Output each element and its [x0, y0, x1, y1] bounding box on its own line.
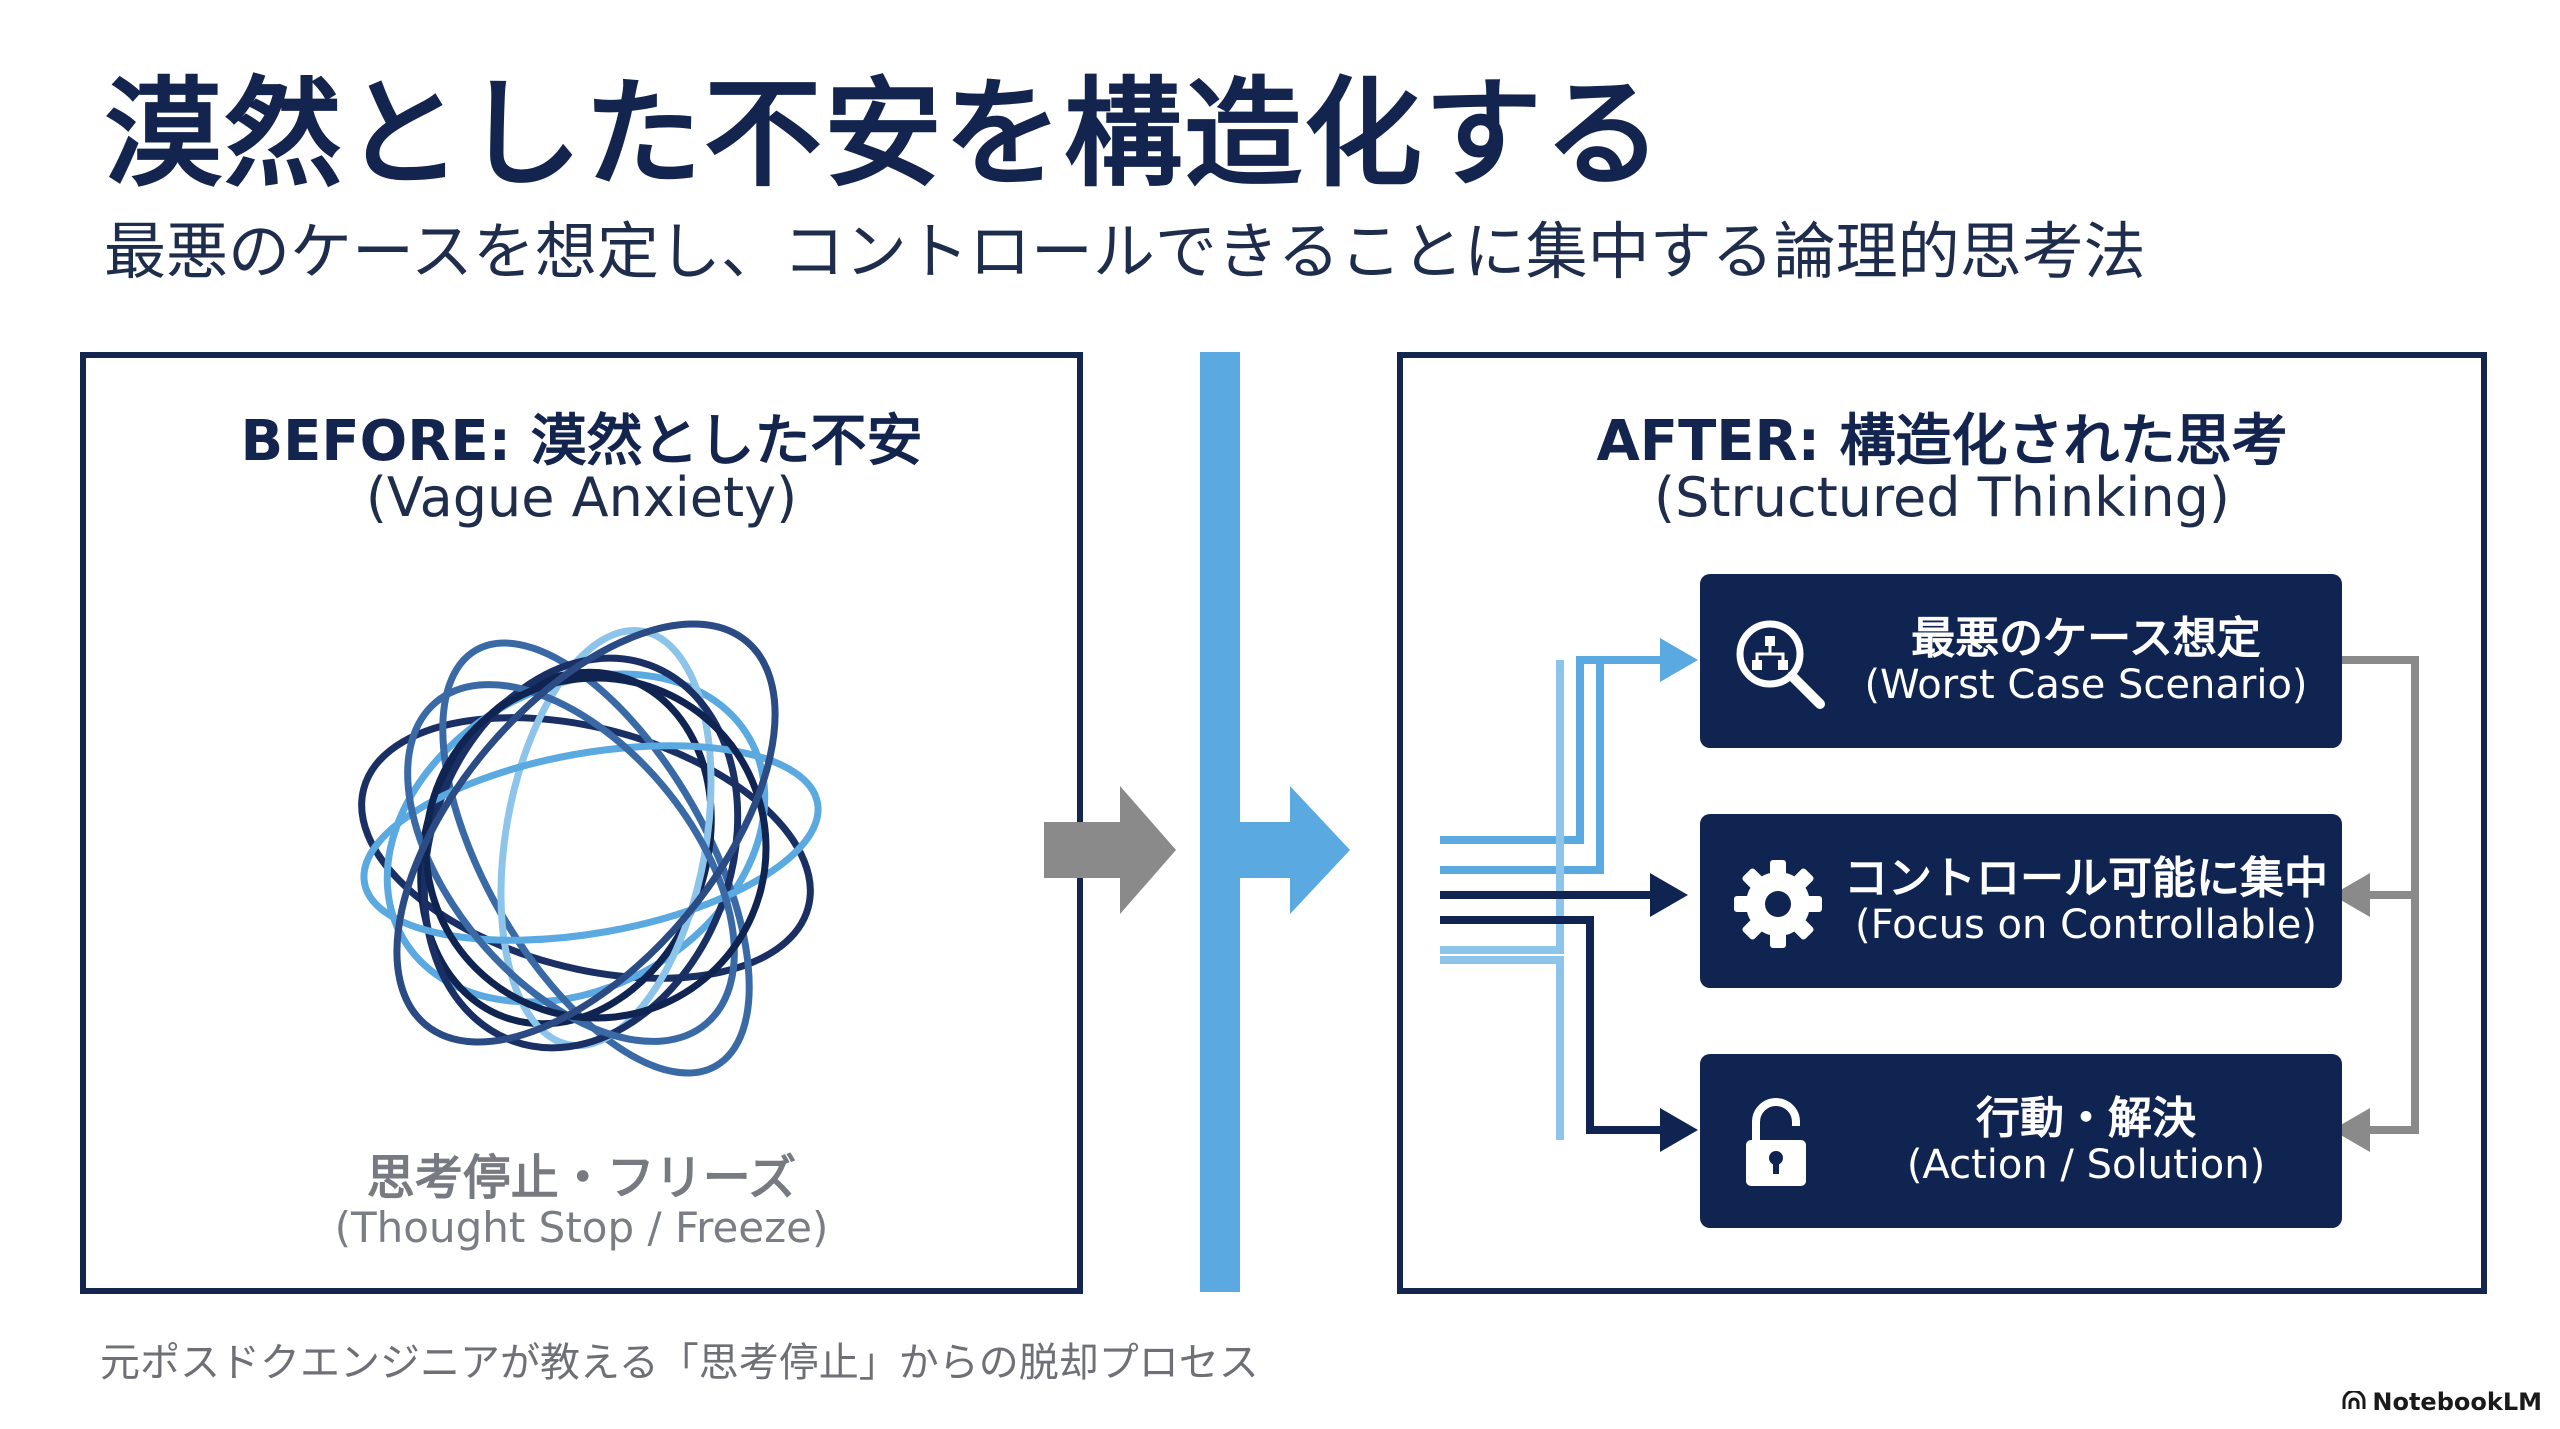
- card-worst-case: 最悪のケース想定 (Worst Case Scenario): [1700, 574, 2342, 748]
- brand-label: NotebookLM: [2372, 1388, 2542, 1416]
- page-subtitle: 最悪のケースを想定し、コントロールできることに集中する論理的思考法: [104, 215, 2146, 288]
- gear-icon: [1734, 860, 1822, 948]
- brand-watermark: NotebookLM: [2342, 1388, 2542, 1417]
- search-hierarchy-icon: [1736, 620, 1825, 709]
- card-action-solution-label: 行動・解決: [1976, 1093, 2196, 1144]
- card-action-solution: 行動・解決 (Action / Solution): [1700, 1054, 2342, 1228]
- before-caption: 思考停止・フリーズ: [366, 1150, 797, 1206]
- tangled-lines-illustration: [358, 620, 822, 1077]
- card-worst-case-english: (Worst Case Scenario): [1864, 662, 2308, 708]
- card-focus-controllable-english: (Focus on Controllable): [1854, 902, 2318, 948]
- footer-text: 元ポスドクエンジニアが教える「思考停止」からの脱却プロセス: [100, 1340, 1259, 1386]
- notebooklm-logo-icon: [2342, 1389, 2366, 1417]
- card-action-solution-english: (Action / Solution): [1906, 1142, 2266, 1188]
- gray-arrow: [1044, 786, 1176, 914]
- before-caption-english: (Thought Stop / Freeze): [334, 1203, 829, 1252]
- before-panel: BEFORE: 漠然とした不安 (Vague Anxiety) 思考停止・フリー…: [80, 352, 1083, 1294]
- card-worst-case-label: 最悪のケース想定: [1911, 613, 2261, 664]
- card-focus-controllable: コントロール可能に集中 (Focus on Controllable): [1700, 814, 2342, 988]
- after-subtitle: (Structured Thinking): [1654, 466, 2230, 529]
- before-title: BEFORE: 漠然とした不安: [240, 409, 923, 474]
- card-focus-controllable-label: コントロール可能に集中: [1844, 853, 2328, 904]
- unlock-icon: [1746, 1098, 1806, 1186]
- flow-lines: [1440, 638, 2419, 1152]
- page-title: 漠然とした不安を構造化する: [104, 65, 1665, 203]
- before-subtitle: (Vague Anxiety): [365, 466, 798, 529]
- after-title: AFTER: 構造化された思考: [1596, 409, 2288, 474]
- blue-arrow: [1230, 786, 1350, 914]
